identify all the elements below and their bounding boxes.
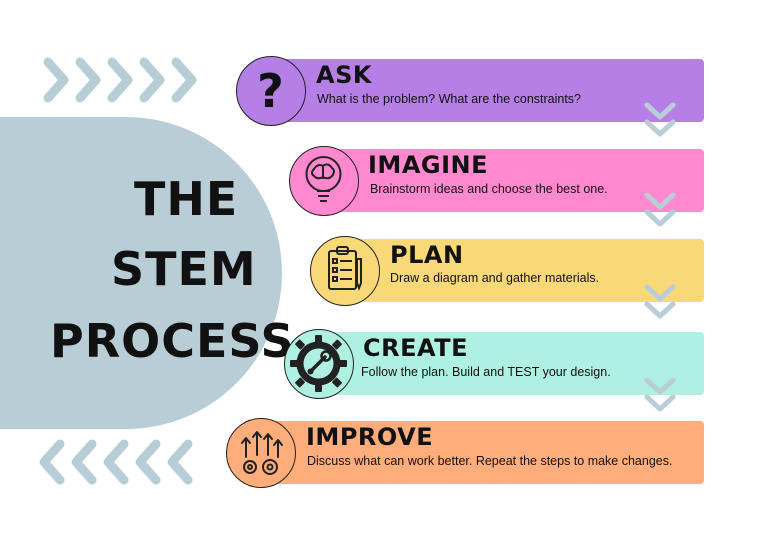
step-improve-description: Discuss what can work better. Repeat the… <box>307 454 673 468</box>
step-imagine-bar <box>320 149 704 212</box>
left-chevrons-icon <box>36 438 206 488</box>
down-chevrons-icon <box>643 375 677 417</box>
step-improve-bar <box>256 421 704 484</box>
question-mark-icon: ? <box>236 56 306 126</box>
step-ask-bar <box>266 59 704 122</box>
step-create-title: CREATE <box>363 334 468 362</box>
down-chevrons-icon <box>643 282 677 324</box>
step-plan-title: PLAN <box>390 241 464 269</box>
step-improve-title: IMPROVE <box>306 423 434 451</box>
step-plan-description: Draw a diagram and gather materials. <box>390 271 600 285</box>
step-create-description: Follow the plan. Build and TEST your des… <box>361 365 611 379</box>
gear-wrench-icon <box>284 329 354 399</box>
step-imagine-description: Brainstorm ideas and choose the best one… <box>370 182 608 196</box>
title-line-3: PROCESS <box>50 314 295 368</box>
arrows-gears-icon <box>226 418 296 488</box>
title-line-2: STEM <box>111 242 257 296</box>
step-ask-title: ASK <box>316 61 372 89</box>
step-plan-bar <box>340 239 704 302</box>
down-chevrons-icon <box>643 190 677 232</box>
title-line-1: THE <box>134 172 239 226</box>
step-ask-description: What is the problem? What are the constr… <box>317 92 582 106</box>
right-chevrons-icon <box>40 56 210 106</box>
step-create-bar <box>315 332 704 395</box>
brain-lightbulb-icon <box>289 146 359 216</box>
step-imagine-title: IMAGINE <box>368 151 488 179</box>
svg-text:?: ? <box>257 64 284 118</box>
title-background-shape <box>0 117 282 429</box>
down-chevrons-icon <box>643 100 677 142</box>
clipboard-checklist-icon <box>310 236 380 306</box>
